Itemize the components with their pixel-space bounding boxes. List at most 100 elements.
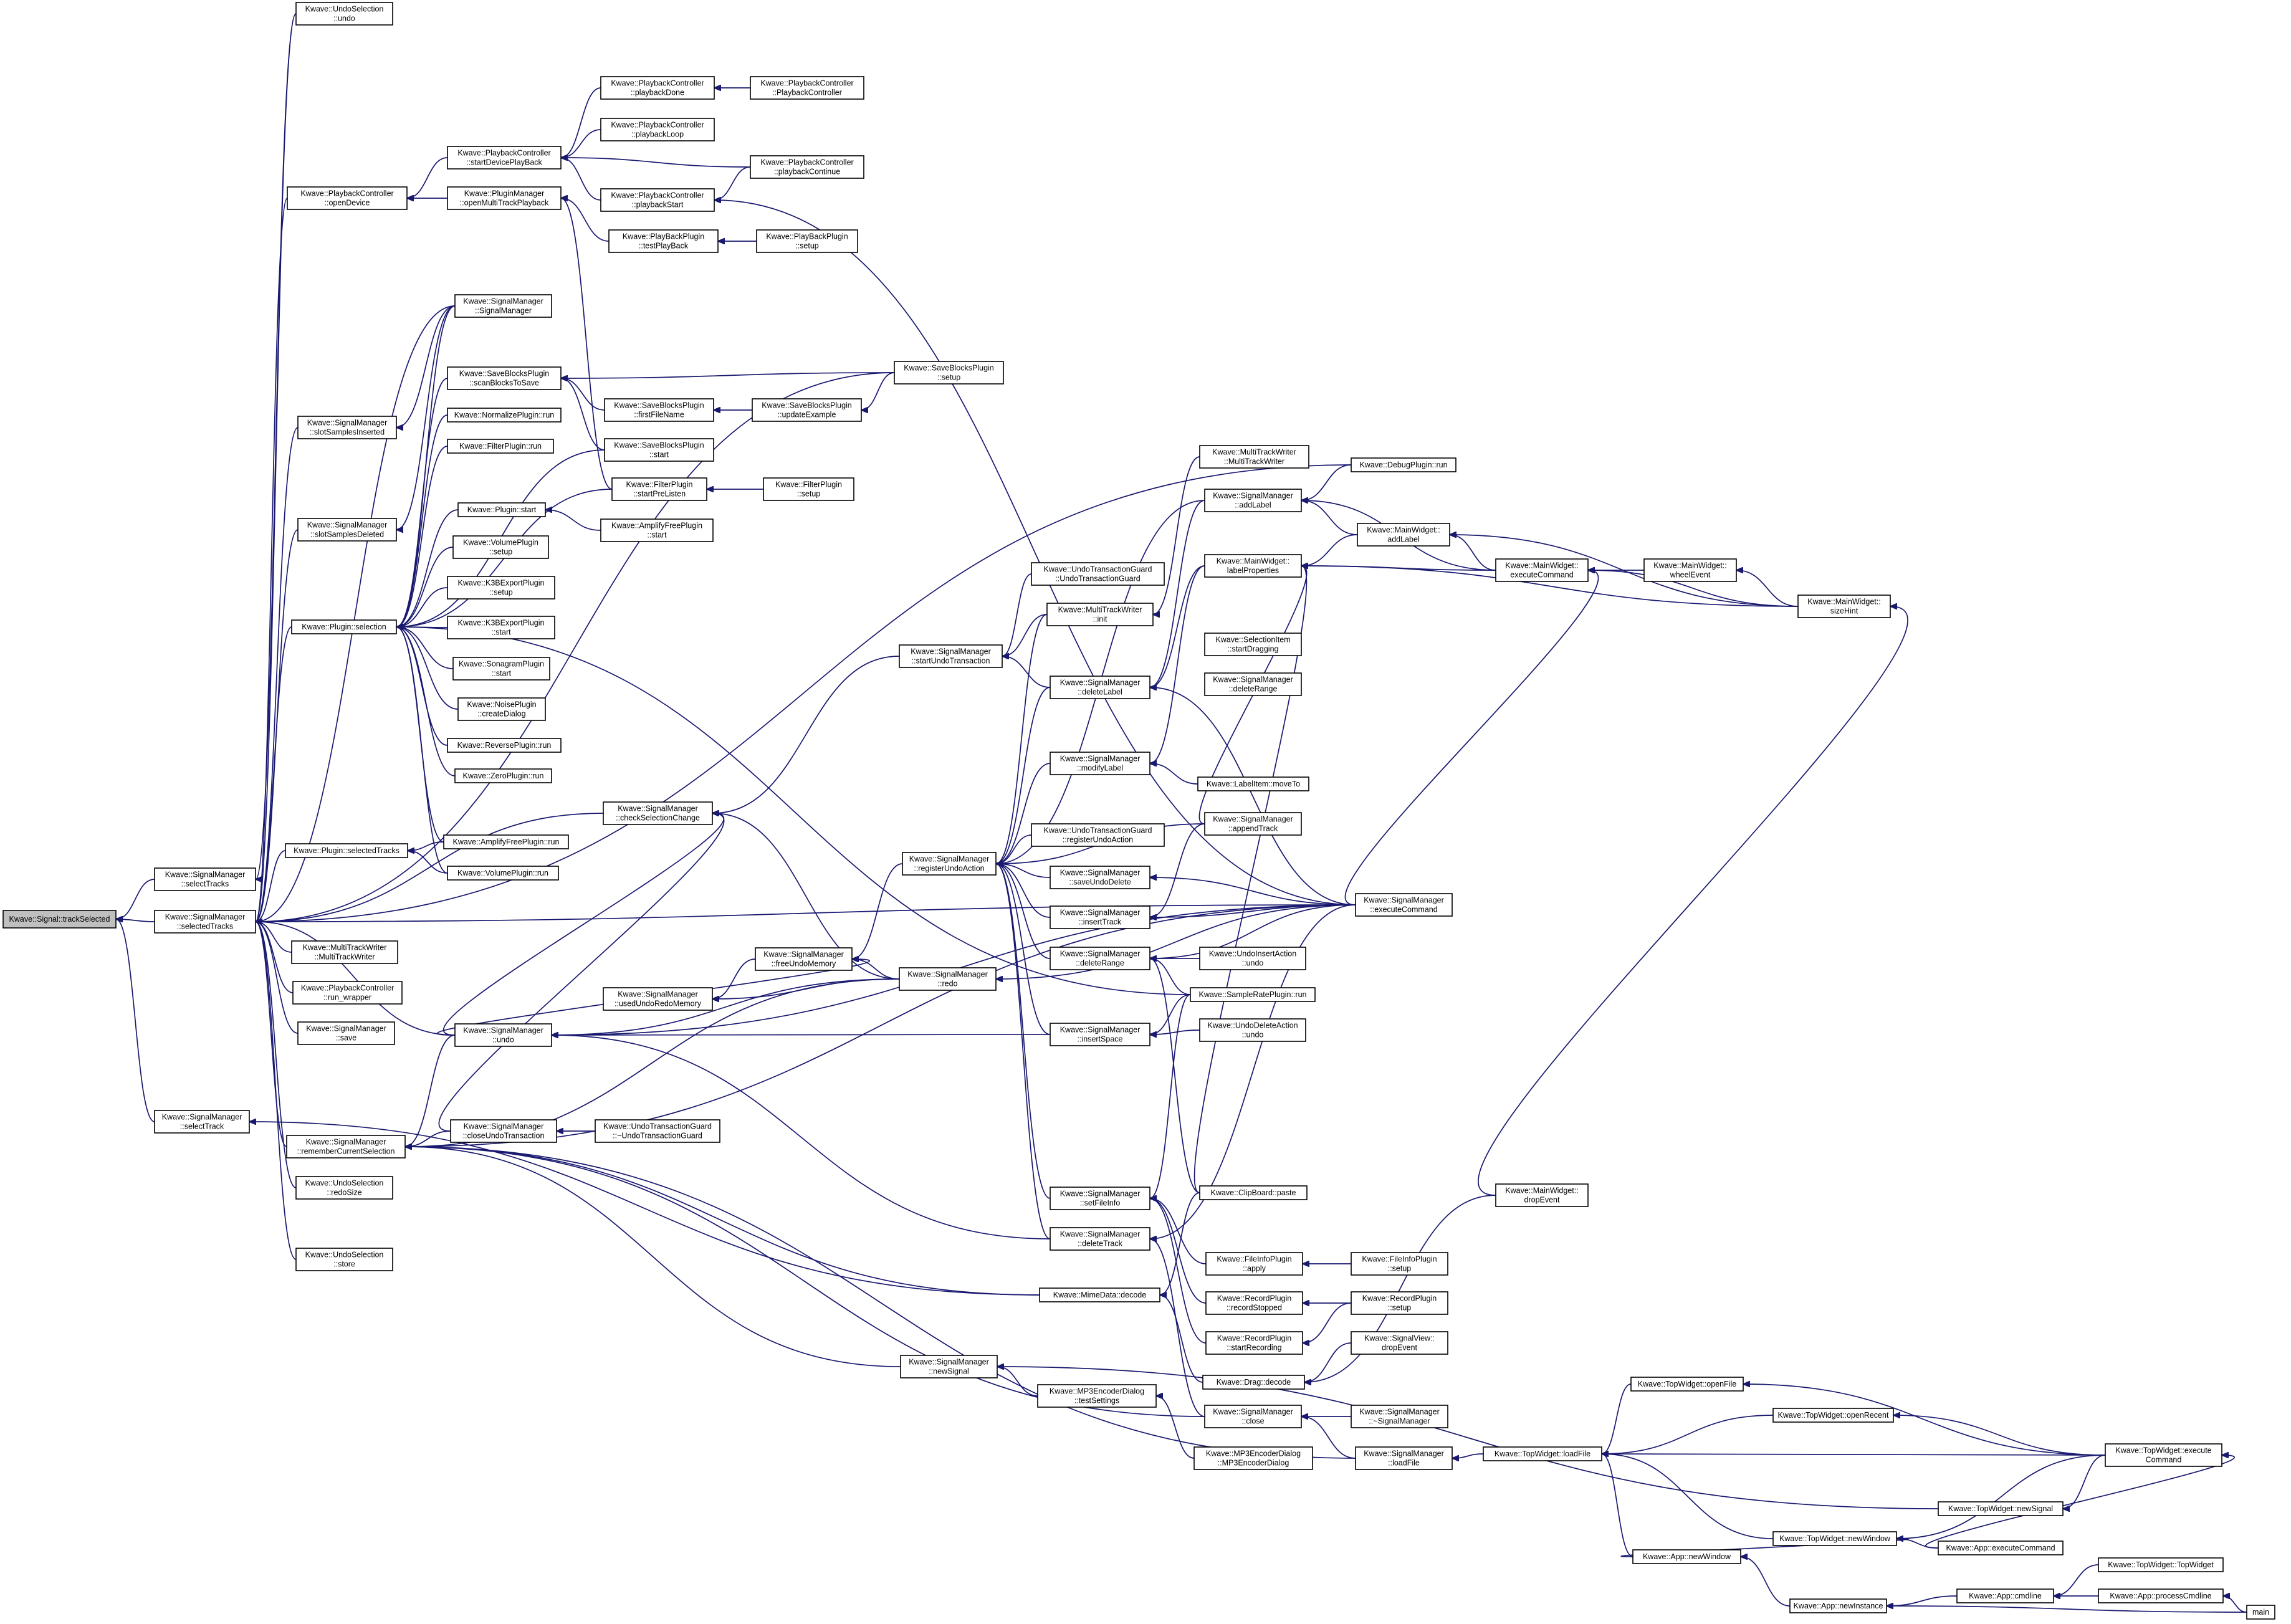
node-sm-deleterange2[interactable]: Kwave::SignalManager::deleteRange (1204, 672, 1302, 696)
node-mtw-ctor[interactable]: Kwave::MultiTrackWriter::MultiTrackWrite… (291, 940, 398, 964)
node-sbp-start[interactable]: Kwave::SaveBlocksPlugin::start (604, 438, 714, 462)
node-tw-newwindow[interactable]: Kwave::TopWidget::newWindow (1772, 1531, 1897, 1546)
node-reverse-run[interactable]: Kwave::ReversePlugin::run (447, 738, 562, 753)
node-si-startdragging[interactable]: Kwave::SelectionItem::startDragging (1204, 633, 1302, 656)
node-sm-deletetrack[interactable]: Kwave::SignalManager::deleteTrack (1050, 1227, 1150, 1251)
node-app-newwindow[interactable]: Kwave::App::newWindow (1632, 1549, 1741, 1564)
node-sbp-firstfilename[interactable]: Kwave::SaveBlocksPlugin::firstFileName (604, 398, 714, 422)
node-debug-run[interactable]: Kwave::DebugPlugin::run (1351, 457, 1456, 472)
node-sm-inserttrack[interactable]: Kwave::SignalManager::insertTrack (1050, 905, 1150, 929)
node-sm-setfileinfo[interactable]: Kwave::SignalManager::setFileInfo (1050, 1187, 1150, 1210)
node-drag-decode[interactable]: Kwave::Drag::decode (1202, 1375, 1305, 1390)
node-sm-selectedtracks[interactable]: Kwave::SignalManager::selectedTracks (154, 910, 256, 934)
node-sm-saveundodelete[interactable]: Kwave::SignalManager::saveUndoDelete (1050, 866, 1150, 889)
node-sm-modifylabel[interactable]: Kwave::SignalManager::modifyLabel (1050, 752, 1150, 775)
node-vp-setup[interactable]: Kwave::VolumePlugin::setup (452, 535, 549, 559)
node-mimedata-decode[interactable]: Kwave::MimeData::decode (1039, 1287, 1160, 1302)
node-rp-setup[interactable]: Kwave::RecordPlugin::setup (1351, 1291, 1448, 1315)
node-zero-run[interactable]: Kwave::ZeroPlugin::run (454, 768, 552, 783)
node-plugin-selectedtracks[interactable]: Kwave::Plugin::selectedTracks (285, 843, 408, 858)
node-k3b-setup[interactable]: Kwave::K3BExportPlugin::setup (447, 576, 555, 599)
node-sm-ctor[interactable]: Kwave::SignalManager::SignalManager (454, 294, 552, 318)
node-mp3-testsettings[interactable]: Kwave::MP3EncoderDialog::testSettings (1037, 1384, 1157, 1408)
node-sm-newsignal[interactable]: Kwave::SignalManager::newSignal (900, 1355, 998, 1378)
node-rp-startrecording[interactable]: Kwave::RecordPlugin::startRecording (1205, 1331, 1303, 1355)
node-tw-openfile[interactable]: Kwave::TopWidget::openFile (1630, 1377, 1744, 1392)
node-sm-closeundotransaction[interactable]: Kwave::SignalManager::closeUndoTransacti… (450, 1119, 557, 1143)
node-mw-addlabel[interactable]: Kwave::MainWidget::addLabel (1357, 523, 1450, 547)
node-sm-insertspace[interactable]: Kwave::SignalManager::insertSpace (1050, 1023, 1150, 1046)
node-app-processcmdline[interactable]: Kwave::App::processCmdline (2098, 1588, 2224, 1603)
node-pc-playbackstart[interactable]: Kwave::PlaybackController::playbackStart (600, 188, 715, 212)
node-plugin-selection[interactable]: Kwave::Plugin::selection (291, 619, 397, 634)
node-sm-undo[interactable]: Kwave::SignalManager::undo (454, 1023, 552, 1047)
node-pm-openmultitrackplayback[interactable]: Kwave::PluginManager::openMultiTrackPlay… (447, 186, 562, 210)
node-fp-setup[interactable]: Kwave::FilterPlugin::setup (763, 477, 854, 501)
node-fip-setup[interactable]: Kwave::FileInfoPlugin::setup (1351, 1252, 1448, 1276)
node-afp-start[interactable]: Kwave::AmplifyFreePlugin::start (600, 518, 714, 542)
node-sm-checkselectionchange[interactable]: Kwave::SignalManager::checkSelectionChan… (603, 801, 713, 825)
node-mp3-ctor[interactable]: Kwave::MP3EncoderDialog::MP3EncoderDialo… (1193, 1446, 1313, 1470)
node-mw-executecommand[interactable]: Kwave::MainWidget::executeCommand (1495, 558, 1589, 582)
node-sm-selecttrack[interactable]: Kwave::SignalManager::selectTrack (154, 1110, 250, 1134)
node-fip-apply[interactable]: Kwave::FileInfoPlugin::apply (1205, 1252, 1303, 1276)
node-tw-executecommand[interactable]: Kwave::TopWidget::executeCommand (2105, 1443, 2222, 1467)
node-k3b-start[interactable]: Kwave::K3BExportPlugin::start (447, 616, 555, 639)
node-app-newinstance[interactable]: Kwave::App::newInstance (1789, 1598, 1887, 1613)
node-filter-run[interactable]: Kwave::FilterPlugin::run (447, 439, 554, 454)
node-sonagram-start[interactable]: Kwave::SonagramPlugin::start (452, 657, 550, 681)
node-mw-dropevent[interactable]: Kwave::MainWidget::dropEvent (1495, 1183, 1589, 1207)
node-pc-playbackdone[interactable]: Kwave::PlaybackController::playbackDone (600, 76, 715, 100)
node-sm-addlabel[interactable]: Kwave::SignalManager::addLabel (1204, 489, 1302, 512)
node-sm-appendtrack[interactable]: Kwave::SignalManager::appendTrack (1204, 812, 1302, 836)
node-vp-run[interactable]: Kwave::VolumePlugin::run (447, 866, 559, 881)
node-plugin-start[interactable]: Kwave::Plugin::start (457, 502, 546, 517)
node-sbp-updateexample[interactable]: Kwave::SaveBlocksPlugin::updateExample (752, 398, 862, 422)
node-sm-deletelabel[interactable]: Kwave::SignalManager::deleteLabel (1050, 676, 1150, 699)
node-pc-ctor[interactable]: Kwave::PlaybackController::PlaybackContr… (750, 76, 864, 100)
node-uda-undo[interactable]: Kwave::UndoDeleteAction::undo (1199, 1018, 1306, 1042)
node-mtw-ctor2[interactable]: Kwave::MultiTrackWriter::MultiTrackWrite… (1199, 445, 1309, 469)
node-undo-undo[interactable]: Kwave::UndoSelection::undo (295, 2, 393, 26)
node-fp-startprelisten[interactable]: Kwave::FilterPlugin::startPreListen (611, 477, 707, 501)
node-sm-registerundoaction[interactable]: Kwave::SignalManager::registerUndoAction (902, 852, 997, 876)
node-app-executecommand[interactable]: Kwave::App::executeCommand (1938, 1540, 2064, 1555)
node-sm-save[interactable]: Kwave::SignalManager::save (297, 1021, 395, 1045)
node-sm-redo[interactable]: Kwave::SignalManager::redo (899, 967, 997, 991)
node-sm-usedundoredomemory[interactable]: Kwave::SignalManager::usedUndoRedoMemory (603, 987, 713, 1011)
node-pbp-setup[interactable]: Kwave::PlayBackPlugin::setup (756, 229, 858, 253)
node-sm-startundotransaction[interactable]: Kwave::SignalManager::startUndoTransacti… (899, 644, 1003, 668)
node-srp-run[interactable]: Kwave::SampleRatePlugin::run (1190, 987, 1316, 1002)
node-sbp-setup[interactable]: Kwave::SaveBlocksPlugin::setup (894, 361, 1004, 385)
node-sm-slotsamplesinserted[interactable]: Kwave::SignalManager::slotSamplesInserte… (297, 416, 397, 439)
node-mw-sizehint[interactable]: Kwave::MainWidget::sizeHint (1797, 595, 1891, 618)
node-sm-executecommand[interactable]: Kwave::SignalManager::executeCommand (1355, 893, 1453, 917)
node-undo-redosize[interactable]: Kwave::UndoSelection::redoSize (295, 1176, 393, 1200)
node-uia-undo[interactable]: Kwave::UndoInsertAction::undo (1199, 947, 1306, 970)
node-pc-startdeviceplayback[interactable]: Kwave::PlaybackController::startDevicePl… (447, 146, 562, 170)
node-utg-registerundoaction[interactable]: Kwave::UndoTransactionGuard::registerUnd… (1031, 823, 1165, 847)
node-root[interactable]: Kwave::Signal::trackSelected (2, 910, 117, 929)
node-noise-createdialog[interactable]: Kwave::NoisePlugin::createDialog (457, 697, 546, 721)
node-tw-newsignal[interactable]: Kwave::TopWidget::newSignal (1938, 1501, 2064, 1516)
node-pc-playbackcontinue[interactable]: Kwave::PlaybackController::playbackConti… (750, 155, 864, 179)
node-sm-remembercurrentselection[interactable]: Kwave::SignalManager::rememberCurrentSel… (286, 1135, 406, 1158)
node-afp-run[interactable]: Kwave::AmplifyFreePlugin::run (443, 834, 569, 849)
node-pc-opendevice[interactable]: Kwave::PlaybackController::openDevice (287, 186, 408, 210)
node-sm-loadfile[interactable]: Kwave::SignalManager::loadFile (1355, 1446, 1453, 1470)
node-sm-freeundomemory[interactable]: Kwave::SignalManager::freeUndoMemory (755, 947, 853, 971)
node-sm-deleterange[interactable]: Kwave::SignalManager::deleteRange (1050, 947, 1150, 970)
node-mw-labelproperties[interactable]: Kwave::MainWidget::labelProperties (1204, 554, 1302, 578)
node-sm-slotsamplesdeleted[interactable]: Kwave::SignalManager::slotSamplesDeleted (297, 518, 397, 542)
node-li-moveto[interactable]: Kwave::LabelItem::moveTo (1197, 776, 1309, 791)
node-mw-wheelevent[interactable]: Kwave::MainWidget::wheelEvent (1643, 558, 1737, 582)
node-rp-recordstopped[interactable]: Kwave::RecordPlugin::recordStopped (1205, 1291, 1303, 1315)
node-tw-openrecent[interactable]: Kwave::TopWidget::openRecent (1772, 1408, 1894, 1423)
node-pc-playbackloop[interactable]: Kwave::PlaybackController::playbackLoop (600, 118, 715, 141)
node-tw-loadfile[interactable]: Kwave::TopWidget::loadFile (1483, 1446, 1602, 1461)
node-app-cmdline[interactable]: Kwave::App::cmdline (1956, 1588, 2054, 1603)
node-tw-ctor[interactable]: Kwave::TopWidget::TopWidget (2098, 1557, 2224, 1572)
node-pc-run-wrapper[interactable]: Kwave::PlaybackController::run_wrapper (292, 981, 403, 1005)
node-utg-dtor[interactable]: Kwave::UndoTransactionGuard::~UndoTransa… (595, 1119, 720, 1143)
node-utg-ctor[interactable]: Kwave::UndoTransactionGuard::UndoTransac… (1031, 562, 1165, 586)
